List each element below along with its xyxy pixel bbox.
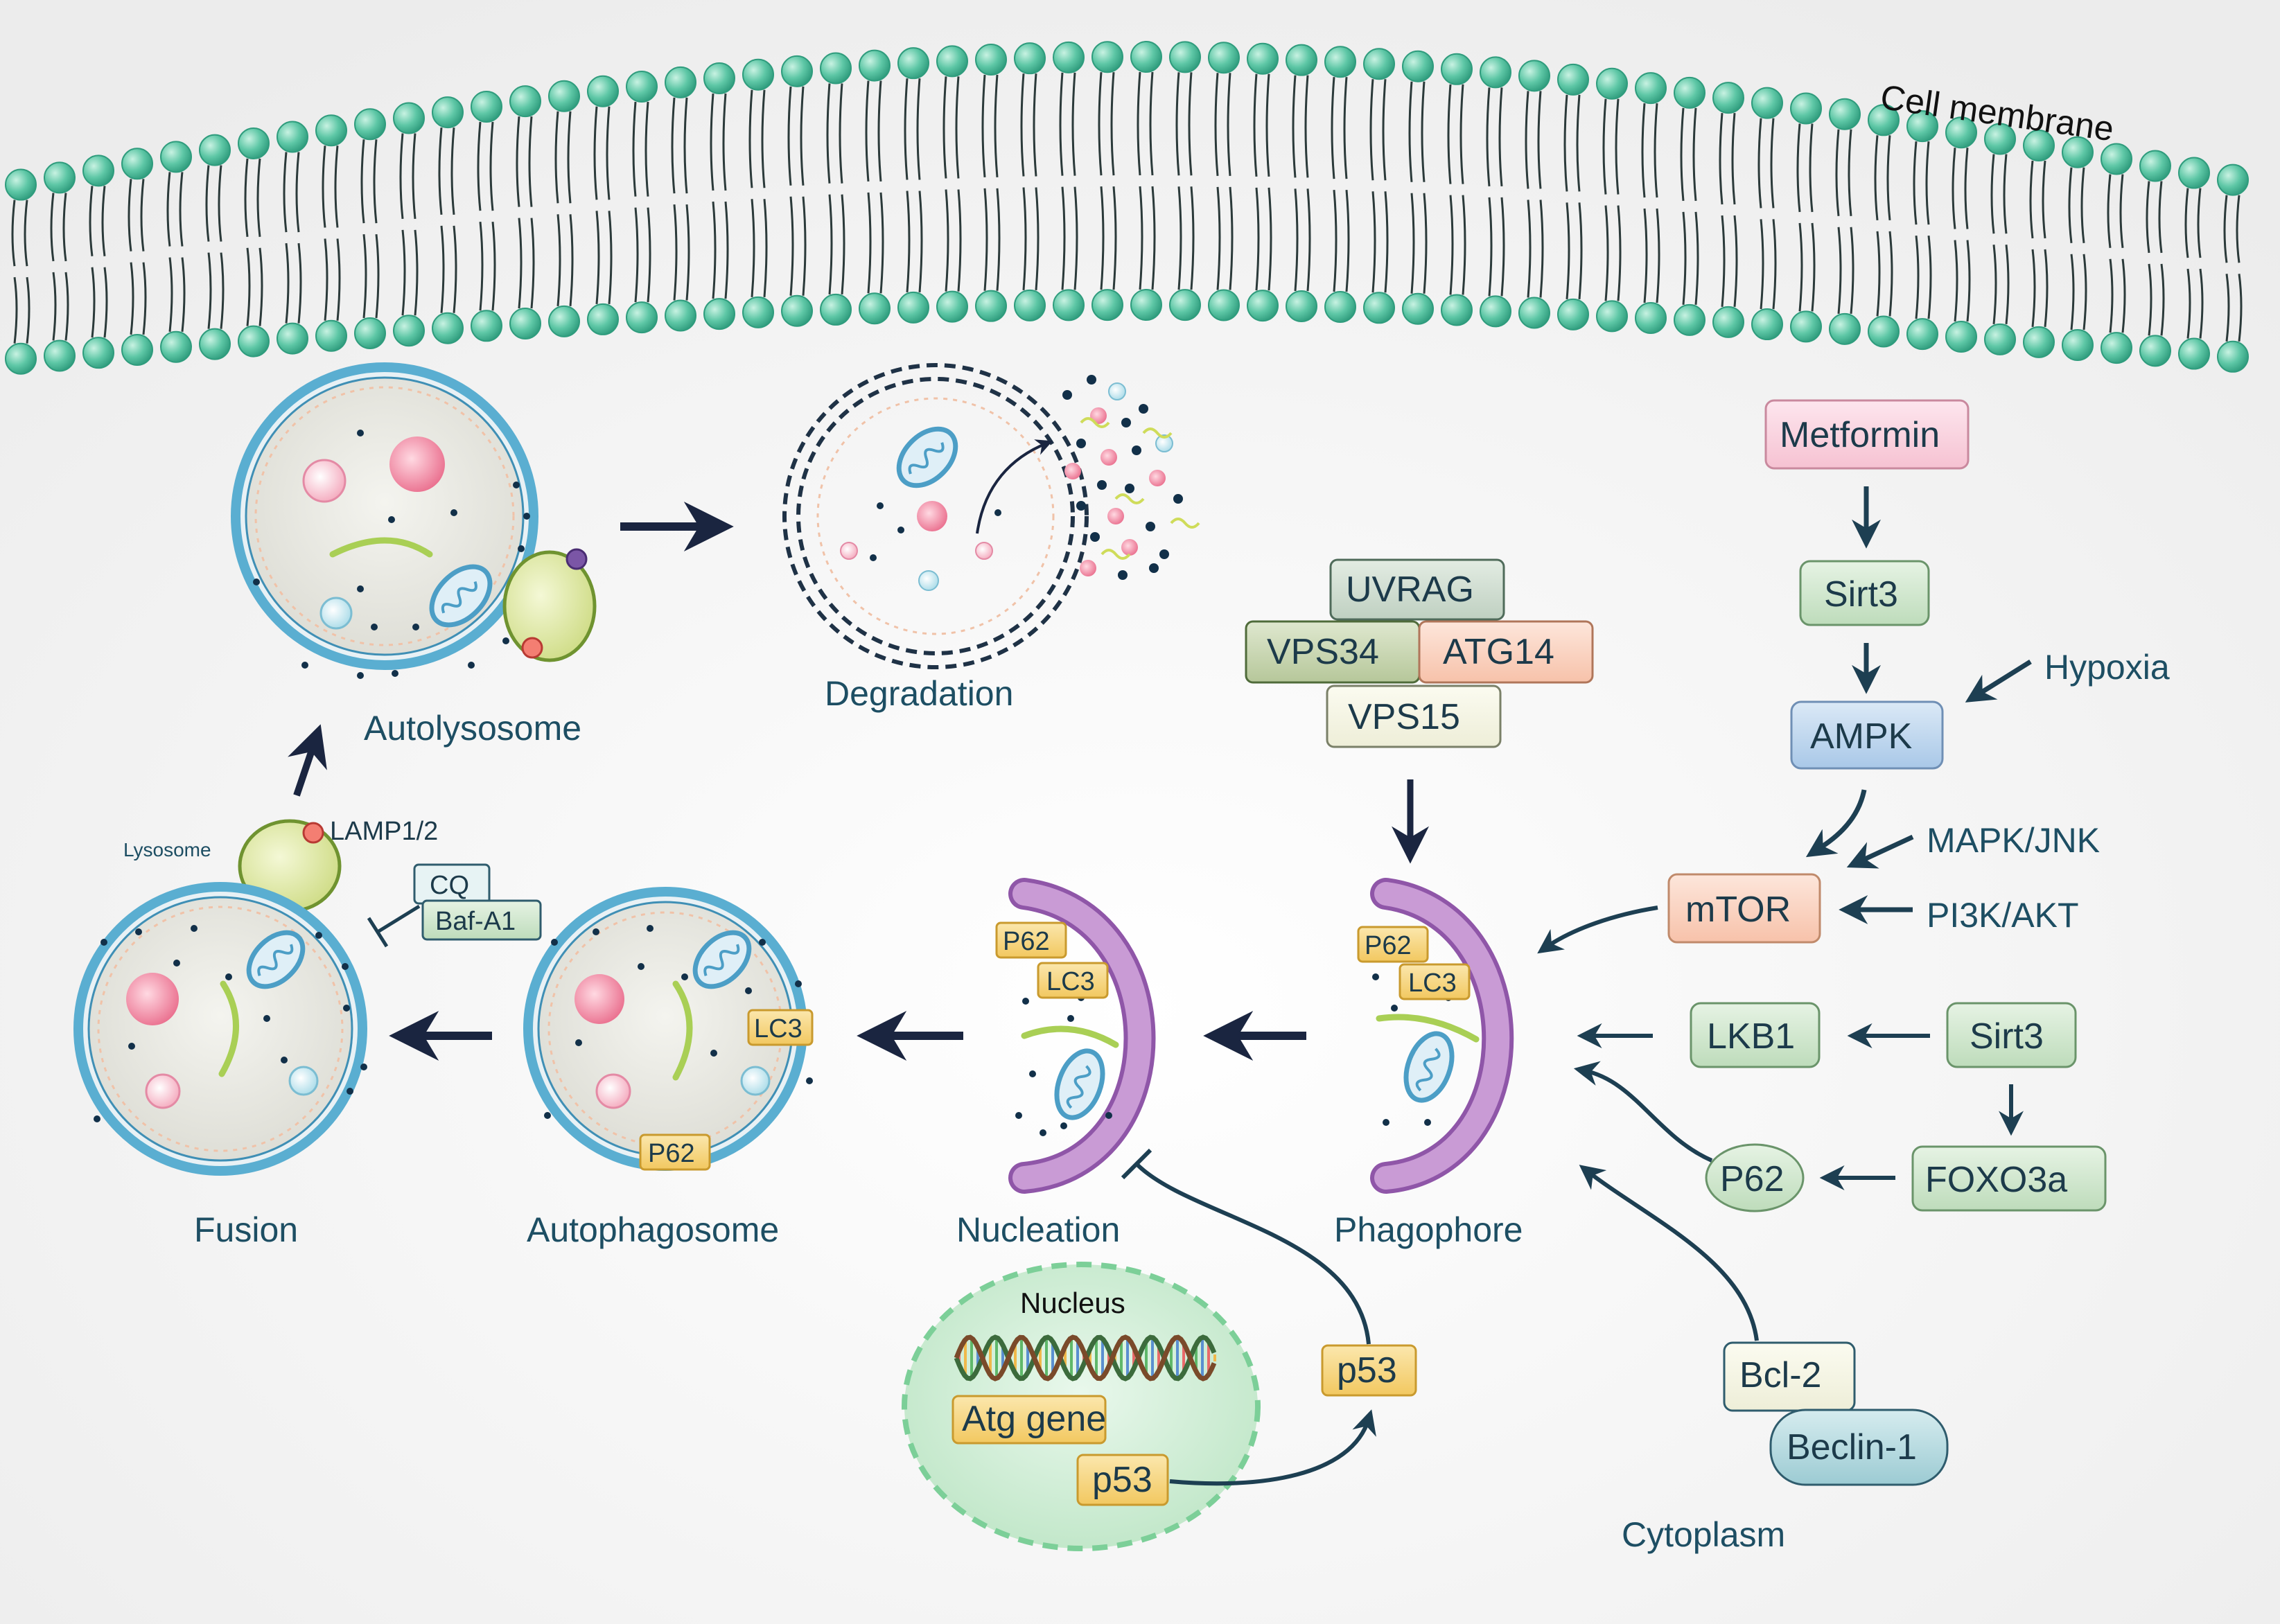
fusion-label: Fusion [194, 1210, 298, 1249]
beclin1-box [1769, 1409, 1949, 1486]
sirt3-top-label: Sirt3 [1824, 574, 1898, 615]
mapk-to-mtor-arrow [1846, 834, 1914, 869]
sirt3-right-box [1946, 1002, 2077, 1068]
degraded-vesicle [782, 363, 1089, 669]
hypoxia-label: Hypoxia [2044, 648, 2170, 687]
cell-membrane [5, 41, 2249, 375]
signaling-pathway: Metformin Sirt3 AMPK mTOR LKB1 Sirt3 FOX… [1537, 399, 2170, 1486]
ampk-label: AMPK [1810, 716, 1913, 757]
degradation-debris [1062, 375, 1200, 580]
p53-inner-label: p53 [1092, 1460, 1152, 1500]
ampk-box [1790, 700, 1944, 770]
autolysosome [231, 362, 597, 679]
beclin1-label: Beclin-1 [1787, 1427, 1917, 1467]
autophagosome-p62-tag: P62 [648, 1139, 695, 1168]
lkb1-box [1690, 1002, 1821, 1068]
vps15-box [1326, 685, 1502, 748]
lamp-label: LAMP1/2 [330, 817, 438, 846]
p53-inhibits-nucleation [1134, 1162, 1371, 1345]
foxo3a-box [1911, 1145, 2107, 1212]
bcl2-label: Bcl-2 [1739, 1355, 1821, 1395]
p62-node [1705, 1143, 1805, 1212]
vps34-complex: UVRAG VPS34 ATG14 VPS15 [1245, 558, 1594, 748]
atg-gene-label: Atg gene [962, 1399, 1106, 1439]
baf-a1-label: Baf-A1 [435, 907, 516, 936]
nucleation-label: Nucleation [956, 1210, 1120, 1249]
sirt3-top-box [1799, 560, 1930, 626]
pi3k-akt-label: PI3K/AKT [1927, 896, 2079, 935]
nucleation-structure: P62 LC3 [995, 878, 1156, 1194]
inhibitor-group: CQ Baf-A1 [367, 863, 542, 948]
hypoxia-to-ampk-arrow [1965, 660, 2032, 703]
phagophore-label: Phagophore [1334, 1210, 1523, 1249]
vps34-label: VPS34 [1267, 632, 1379, 672]
nucleation-p62-tag: P62 [1003, 927, 1050, 956]
foxo3a-label: FOXO3a [1925, 1160, 2067, 1200]
inhibition-line [376, 904, 421, 934]
mapk-jnk-label: MAPK/JNK [1927, 821, 2100, 860]
mtor-box [1667, 873, 1821, 944]
dna-helix [954, 1334, 1217, 1382]
phagophore-p62-tag: P62 [1365, 931, 1412, 960]
mtor-label: mTOR [1685, 890, 1791, 930]
phagophore-structure: P62 LC3 [1357, 878, 1514, 1194]
p62-node-label: P62 [1720, 1159, 1784, 1199]
lysosome-label: Lysosome [123, 839, 211, 860]
nucleation-lc3-tag: LC3 [1046, 967, 1095, 996]
sirt3-right-label: Sirt3 [1970, 1016, 2044, 1057]
autophagosome-lc3-tag: LC3 [754, 1014, 803, 1043]
autophagosome-label: Autophagosome [527, 1210, 779, 1249]
bcl2-box [1723, 1341, 1856, 1412]
ampk-to-mtor-arrow [1805, 789, 1867, 858]
degradation-label: Degradation [825, 674, 1013, 713]
atg14-box [1418, 620, 1594, 684]
cytoplasm-label: Cytoplasm [1622, 1515, 1785, 1554]
metformin-box [1764, 399, 1970, 470]
p62-to-phagophore-arrow [1573, 1061, 1713, 1163]
mtor-to-phagophore-arrow [1537, 906, 1658, 954]
lkb1-label: LKB1 [1707, 1016, 1795, 1057]
atg14-label: ATG14 [1443, 632, 1554, 672]
fusion-vesicle [73, 882, 367, 1176]
nucleus-label: Nucleus [1020, 1287, 1125, 1319]
p53-outer-label: p53 [1337, 1350, 1397, 1391]
nucleus: Nucleus Atg gene p53 [902, 1262, 1261, 1551]
cq-label: CQ [430, 871, 469, 900]
lysosome-to-autolysosome-arrow [288, 724, 327, 797]
phagophore-lc3-tag: LC3 [1408, 969, 1457, 998]
metformin-label: Metformin [1780, 415, 1940, 455]
autolysosome-label: Autolysosome [364, 709, 581, 748]
autophagosome: LC3 P62 [523, 887, 814, 1171]
baf-a1-box [421, 899, 542, 941]
p53-export-arrow [1169, 1409, 1376, 1486]
vps15-label: VPS15 [1348, 697, 1460, 737]
uvrag-box [1329, 558, 1505, 621]
bcl2-to-phagophore-arrow [1579, 1165, 1759, 1341]
uvrag-label: UVRAG [1346, 570, 1474, 610]
